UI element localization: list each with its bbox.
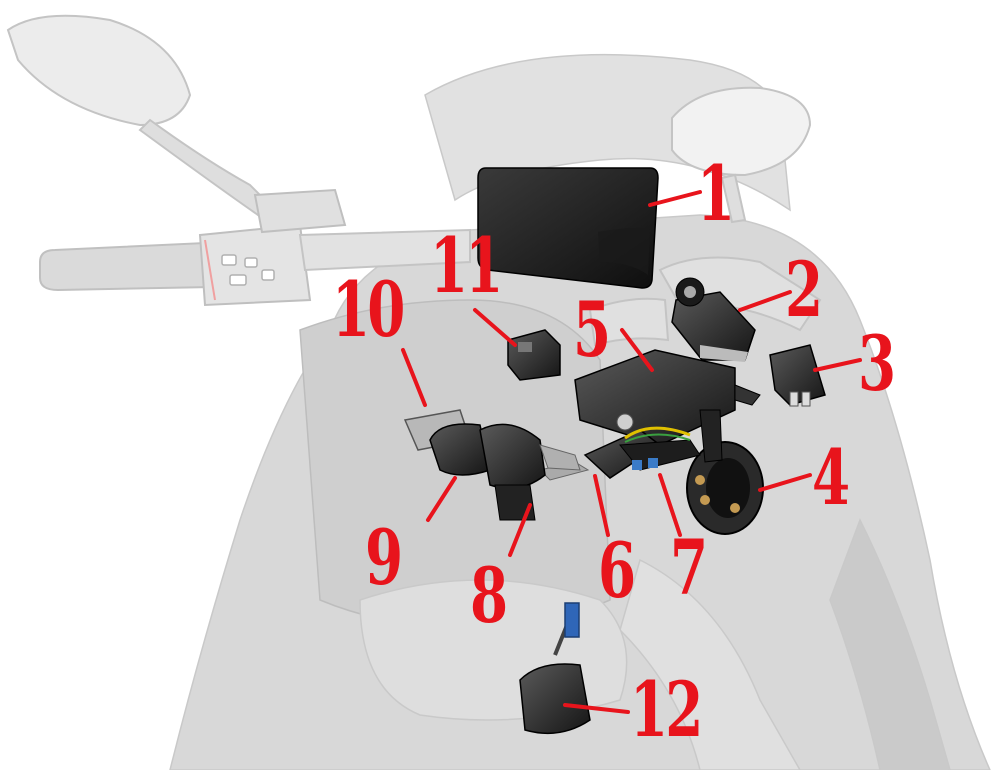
callout-label-7: 7: [670, 530, 705, 606]
callout-label-2: 2: [785, 252, 820, 328]
callout-label-3: 3: [858, 326, 893, 402]
callout-label-8: 8: [470, 558, 505, 634]
part-1-instrument-display: [478, 168, 658, 288]
callout-label-5: 5: [573, 292, 608, 368]
left-mirror-ghost: [8, 16, 270, 215]
callout-label-4: 4: [812, 440, 847, 516]
part-11-small-module: [508, 330, 560, 380]
callout-label-9: 9: [365, 520, 400, 596]
callout-label-6: 6: [598, 533, 633, 609]
callout-label-11: 11: [430, 228, 500, 304]
callout-label-10: 10: [332, 272, 402, 348]
callout-label-12: 12: [630, 672, 700, 748]
callout-label-1: 1: [697, 156, 732, 232]
